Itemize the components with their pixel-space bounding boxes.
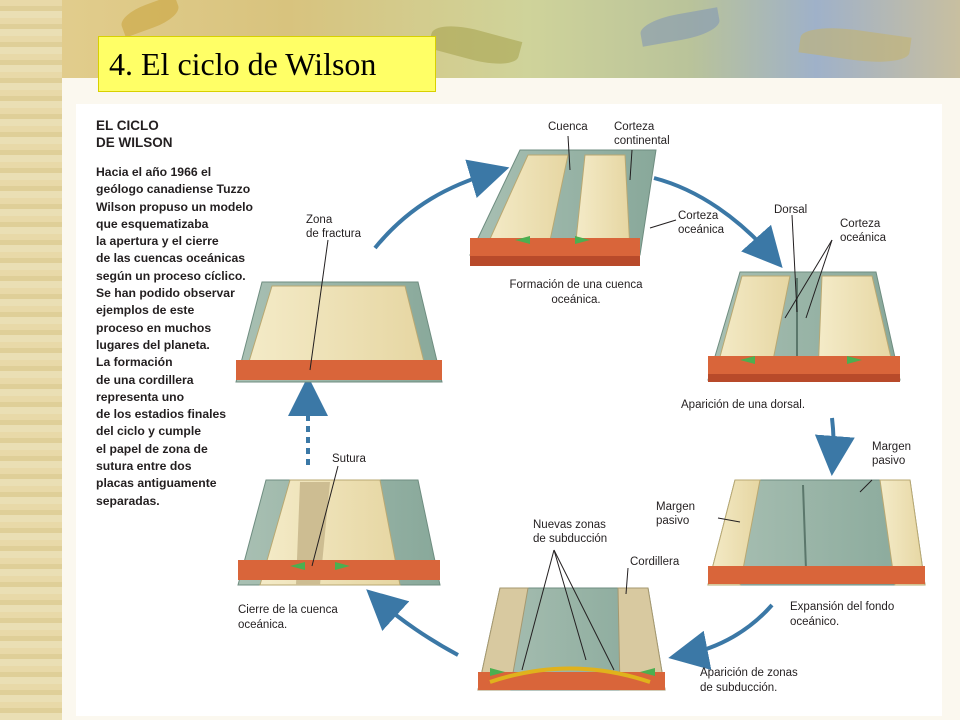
paragraph-line: sutura entre dos	[96, 459, 192, 474]
label-line: Margen	[656, 501, 695, 513]
caption-line: Expansión del fondo	[790, 601, 895, 613]
label-margen-pasivo-right: Margen pasivo	[872, 440, 911, 468]
block-expansion	[707, 479, 926, 586]
label-corteza-oceanica: Corteza oceánica	[678, 209, 724, 237]
paragraph-line: placas antiguamente	[96, 476, 217, 491]
plate-arrow	[740, 356, 755, 364]
paragraph-line: según un proceso cíclico.	[96, 268, 246, 283]
paragraph-line: del ciclo y cumple	[96, 424, 201, 439]
label-line: Nuevas zonas	[533, 519, 606, 531]
caption-line: oceánico.	[790, 616, 840, 628]
caption-formation: Formación de una cuenca oceánica.	[496, 278, 656, 308]
caption-line: Cierre de la cuenca	[238, 604, 338, 616]
label-line: oceánica	[840, 232, 887, 244]
plate-arrow	[515, 236, 530, 244]
cycle-arrow	[668, 603, 774, 671]
cycle-arrow	[814, 417, 855, 476]
block-fracture	[235, 281, 443, 383]
plate-arrow	[490, 668, 505, 676]
paragraph-line: de una cordillera	[96, 372, 194, 387]
label-line: continental	[614, 135, 670, 147]
block-subduction	[477, 587, 666, 691]
paragraph-line: la apertura y el cierre	[96, 234, 219, 249]
label-line: Corteza	[840, 218, 881, 230]
decorative-left-strip	[0, 0, 62, 720]
slide-title: 4. El ciclo de Wilson	[98, 36, 436, 92]
paragraph-line: La formación	[96, 355, 173, 370]
label-line: Margen	[872, 441, 911, 453]
plate-arrow	[575, 236, 590, 244]
caption-line: Formación de una cuenca	[509, 279, 643, 291]
label-line: Corteza	[678, 210, 719, 222]
cycle-arrow	[373, 159, 510, 250]
caption-dorsal: Aparición de una dorsal.	[681, 399, 806, 411]
label-line: pasivo	[656, 515, 690, 527]
paragraph-line: ejemplos de este	[96, 303, 195, 318]
label-line: oceánica	[678, 224, 725, 236]
label-sutura: Sutura	[332, 453, 366, 465]
label-line: pasivo	[872, 455, 906, 467]
block-closure	[237, 479, 441, 586]
plate-arrow	[847, 356, 862, 364]
label-zona-fractura: Zona de fractura	[306, 213, 361, 241]
paragraph-line: lugares del planeta.	[96, 337, 210, 352]
paragraph-line: separadas.	[96, 493, 160, 508]
caption-subduction: Aparición de zonas de subducción.	[700, 666, 798, 696]
label-dorsal: Dorsal	[774, 204, 808, 216]
caption-closure: Cierre de la cuenca oceánica.	[238, 603, 338, 633]
label-nuevas-zonas: Nuevas zonas de subducción	[533, 518, 607, 546]
label-line: de subducción	[533, 533, 608, 545]
label-line: Corteza	[614, 121, 655, 133]
block-formation	[469, 149, 657, 266]
plate-arrow	[335, 562, 350, 570]
caption-line: de subducción.	[700, 682, 778, 694]
caption-line: oceánica.	[551, 294, 601, 306]
paragraph-line: que esquematizaba	[96, 216, 209, 231]
sidebar-heading: EL CICLO DE WILSON	[96, 117, 236, 151]
paragraph-line: representa uno	[96, 389, 185, 404]
paragraph-line: el papel de zona de	[96, 441, 208, 456]
label-corteza-continental: Corteza continental	[614, 120, 670, 148]
caption-expansion: Expansión del fondo oceánico.	[790, 600, 894, 630]
paragraph-line: de los estadios finales	[96, 407, 227, 422]
caption-line: Aparición de zonas	[700, 667, 798, 679]
paragraph-line: proceso en muchos	[96, 320, 212, 335]
cycle-arrow	[366, 589, 459, 657]
sidebar-paragraph: Hacia el año 1966 el geólogo canadiense …	[96, 164, 262, 510]
label-cordillera: Cordillera	[630, 556, 680, 568]
label-margen-pasivo-left: Margen pasivo	[656, 500, 695, 528]
paragraph-line: Wilson propuso un modelo	[96, 199, 253, 214]
paragraph-line: Se han podido observar	[96, 286, 235, 301]
plate-arrow	[640, 668, 655, 676]
caption-line: oceánica.	[238, 619, 288, 631]
plate-arrow	[290, 562, 305, 570]
paragraph-line: de las cuencas oceánicas	[96, 251, 246, 266]
sidebar-heading-line: EL CICLO	[96, 118, 159, 133]
label-line: de fractura	[306, 228, 361, 240]
sidebar-heading-line: DE WILSON	[96, 135, 173, 150]
label-line: Zona	[306, 214, 333, 226]
label-corteza-oceanica-2: Corteza oceánica	[840, 217, 886, 245]
label-cuenca: Cuenca	[548, 121, 588, 133]
paragraph-line: Hacia el año 1966 el	[96, 165, 212, 179]
cycle-arrow	[653, 176, 783, 268]
paragraph-line: geólogo canadiense Tuzzo	[96, 182, 251, 197]
block-dorsal	[707, 271, 901, 382]
